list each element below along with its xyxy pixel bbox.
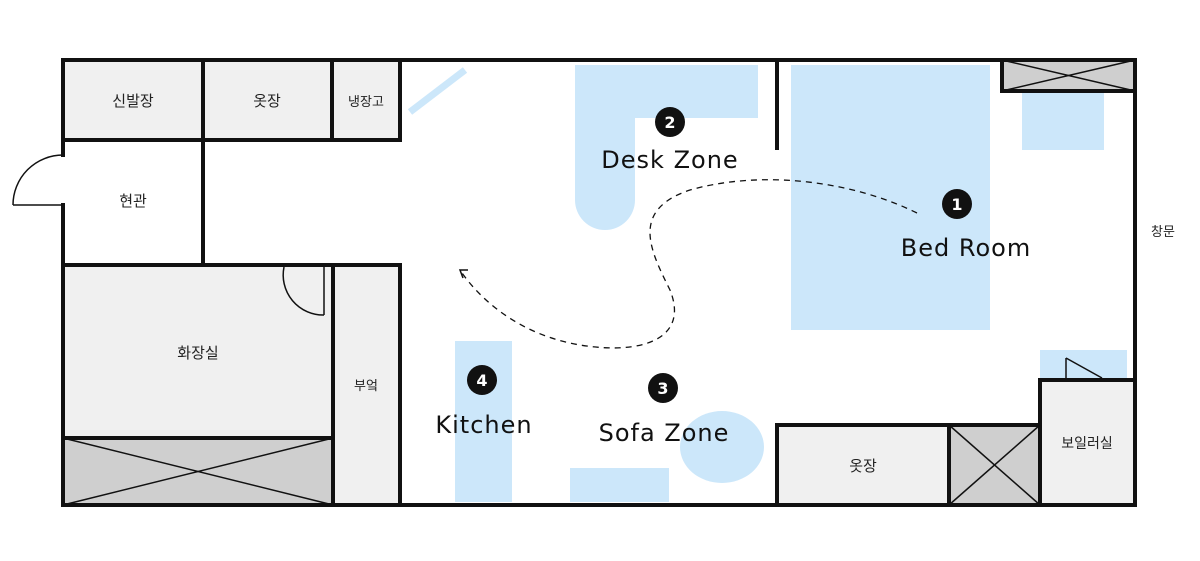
sofa-table-area xyxy=(570,468,669,502)
boiler-door-area xyxy=(1040,350,1127,378)
entrance-door-opening xyxy=(60,157,66,203)
closet-bottom-label: 옷장 xyxy=(849,457,877,475)
zone-marker-sofa-zone: 3 Sofa Zone xyxy=(599,373,730,447)
bathroom-label: 화장실 xyxy=(177,344,218,362)
kitchen-counter-label: 부엌 xyxy=(354,379,378,394)
entrance xyxy=(61,138,205,267)
zone-marker-circle xyxy=(648,373,678,403)
zone-marker-kitchen: 4 Kitchen xyxy=(435,365,532,439)
shoe-cabinet-label: 신발장 xyxy=(112,92,154,110)
zone-marker-bed-room: 1 Bed Room xyxy=(901,189,1031,262)
window-glass xyxy=(407,67,468,115)
outer-wall xyxy=(61,58,1137,507)
entrance-label: 현관 xyxy=(119,192,147,210)
crossed-storage xyxy=(61,58,1137,507)
entrance-door xyxy=(12,154,64,206)
zone-label-sofa-zone: Sofa Zone xyxy=(599,419,730,447)
boiler-room-label: 보일러실 xyxy=(1061,436,1113,452)
bathroom-door xyxy=(282,266,325,316)
zone-marker-number: 1 xyxy=(951,195,962,214)
zone-marker-number: 4 xyxy=(476,371,487,390)
zone-marker-number: 3 xyxy=(657,379,668,398)
zone-marker-desk-zone: 2 Desk Zone xyxy=(601,107,738,174)
closet-top-label: 옷장 xyxy=(253,92,281,110)
zone-label-desk-zone: Desk Zone xyxy=(601,146,738,174)
sofa-stool-area xyxy=(680,411,764,483)
zone-marker-circle xyxy=(942,189,972,219)
desk-zone-area xyxy=(575,65,758,230)
closet-top xyxy=(201,58,334,142)
zone-marker-number: 2 xyxy=(664,113,675,132)
window-label: 창문 xyxy=(1151,225,1175,240)
zone-label-kitchen: Kitchen xyxy=(435,411,532,439)
kitchen-counter xyxy=(331,263,402,507)
zone-marker-circle xyxy=(655,107,685,137)
zone-areas xyxy=(455,65,1127,502)
bedside-table-area xyxy=(1022,92,1104,150)
movement-path-arrowhead xyxy=(458,269,468,279)
zone-label-bed-room: Bed Room xyxy=(901,234,1031,262)
storage-units xyxy=(61,58,1137,507)
fridge-label: 냉장고 xyxy=(348,95,384,110)
boiler-door xyxy=(1065,357,1103,379)
room-labels: 신발장 옷장 냉장고 현관 화장실 부엌 옷장 보일러실 창문 xyxy=(112,92,1175,475)
zone-marker-circle xyxy=(467,365,497,395)
